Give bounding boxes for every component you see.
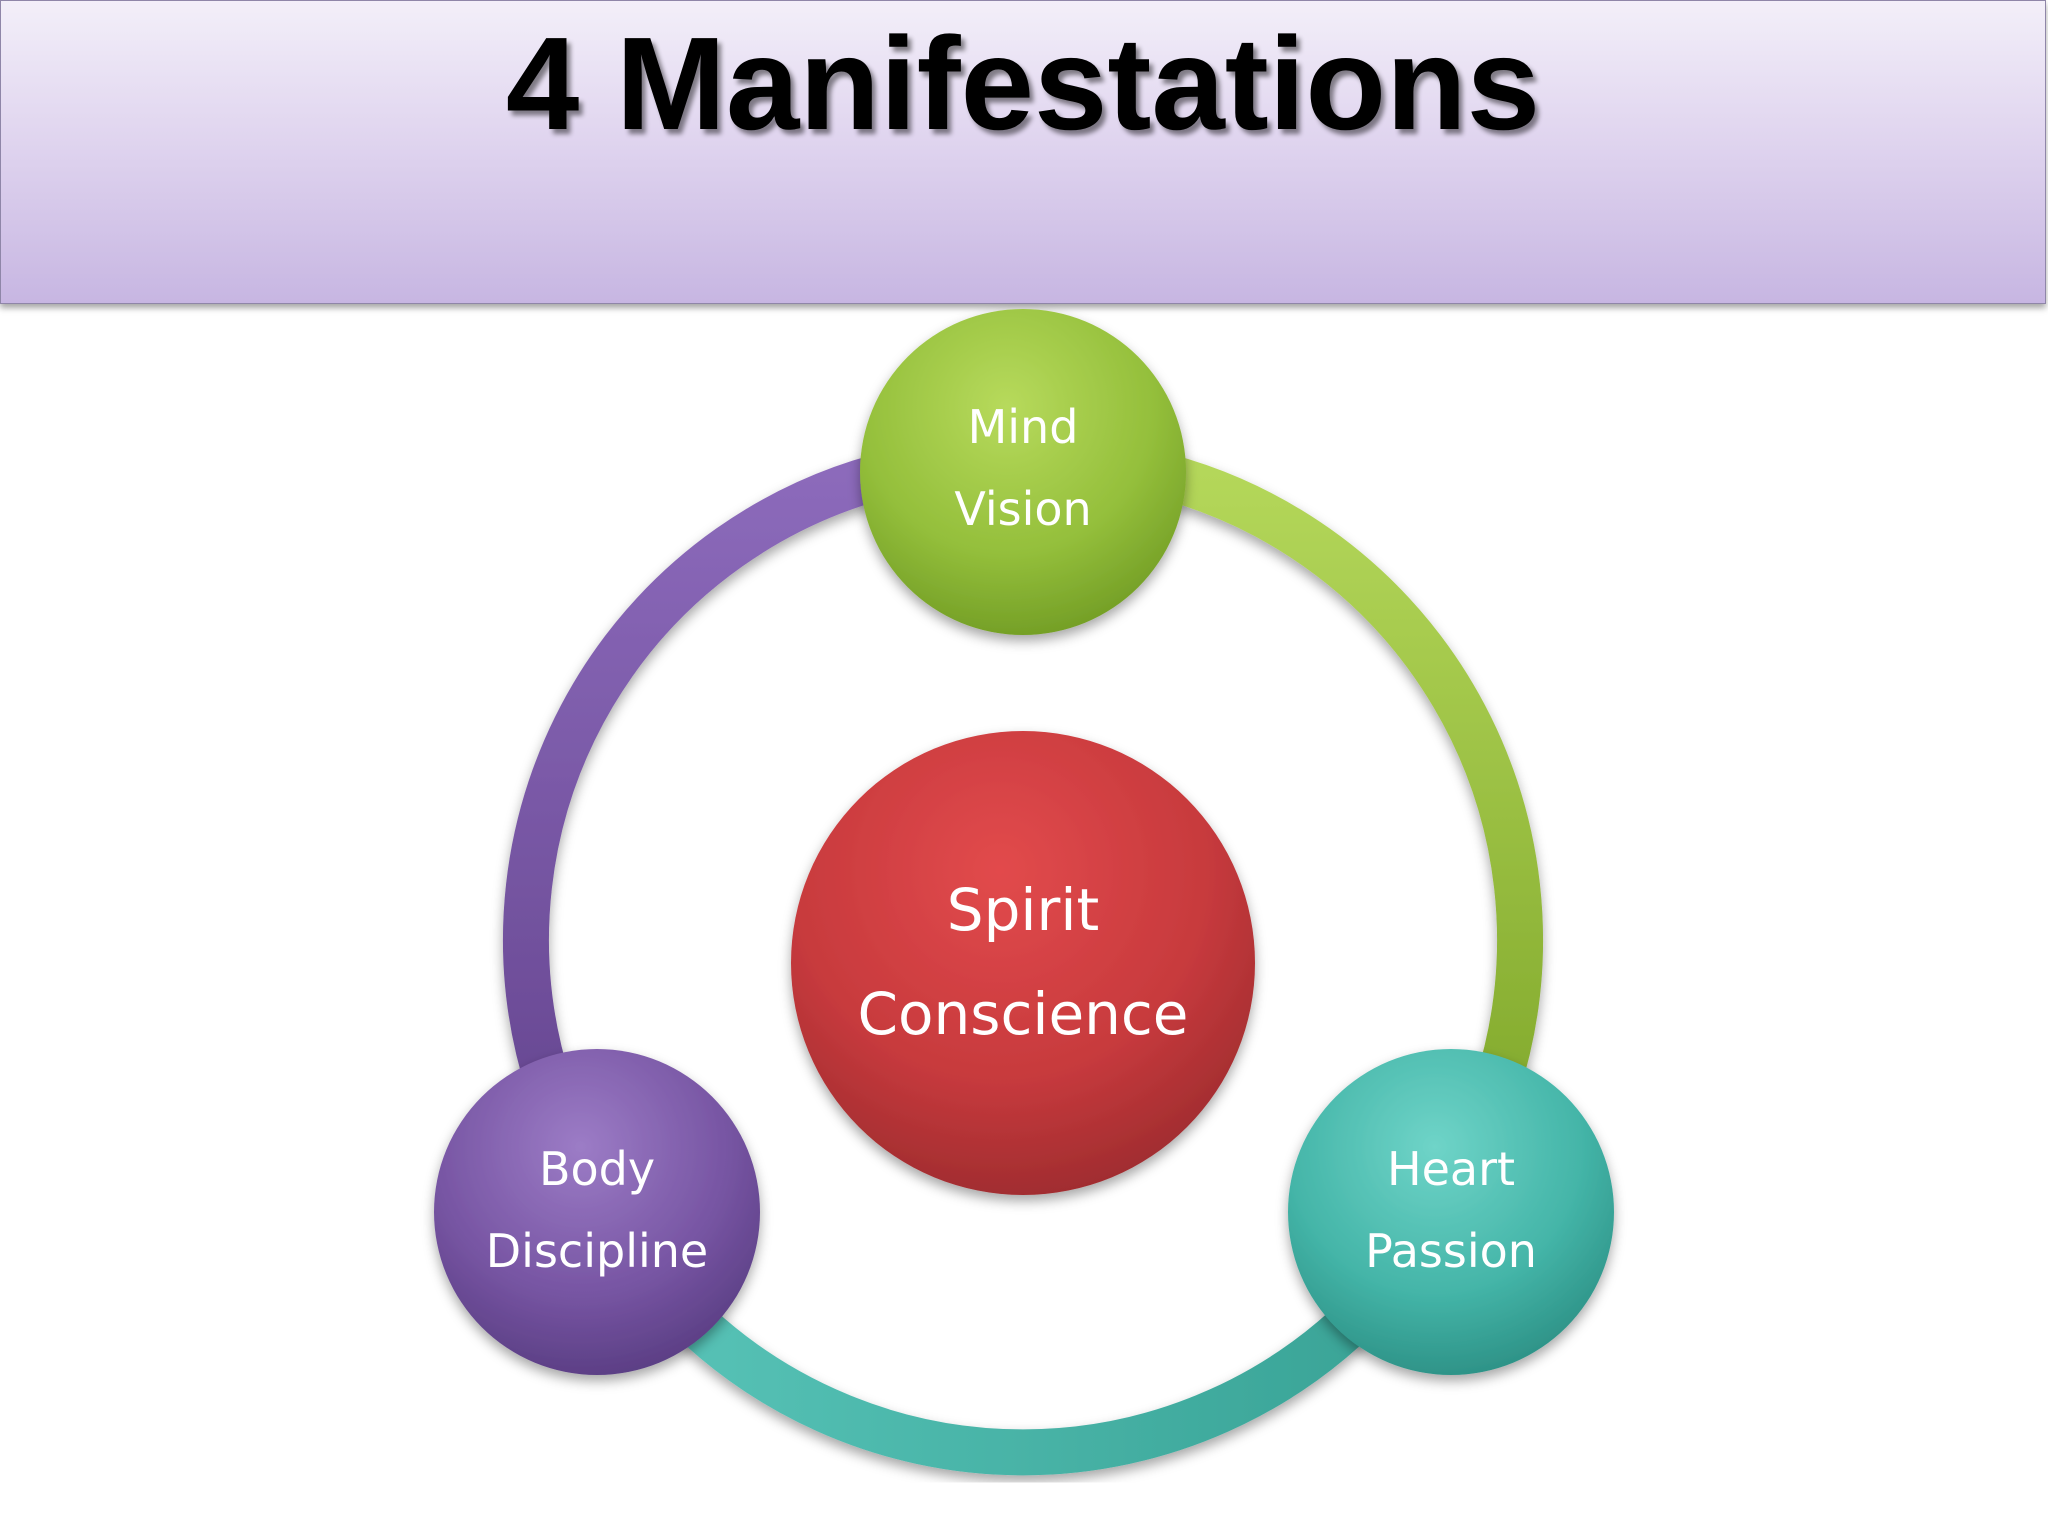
top-node-mind [860, 309, 1186, 635]
top-line-1: Mind [967, 400, 1079, 454]
center-line-2: Conscience [857, 980, 1189, 1048]
slide-title: 4 Manifestations [505, 10, 1541, 157]
center-line-1: Spirit [946, 876, 1100, 944]
bottom-left-line-2: Discipline [485, 1224, 709, 1278]
center-node-spirit [791, 731, 1255, 1195]
bottom-right-node-heart [1288, 1049, 1614, 1375]
arc-mind-to-heart [1142, 449, 1543, 1077]
center-node-label: Spirit Conscience [793, 858, 1253, 1066]
bottom-left-line-1: Body [538, 1142, 656, 1196]
bottom-right-node-label: Heart Passion [1281, 1128, 1621, 1292]
bottom-right-line-2: Passion [1365, 1224, 1537, 1278]
arc-heart-to-body [659, 1288, 1387, 1476]
top-line-2: Vision [954, 482, 1092, 536]
bottom-right-line-1: Heart [1386, 1142, 1516, 1196]
top-node-label: Mind Vision [853, 386, 1193, 550]
title-banner: 4 Manifestations [0, 0, 2046, 304]
bottom-left-node-body [434, 1049, 760, 1375]
arc-body-to-mind [503, 449, 904, 1077]
bottom-left-node-label: Body Discipline [427, 1128, 767, 1292]
